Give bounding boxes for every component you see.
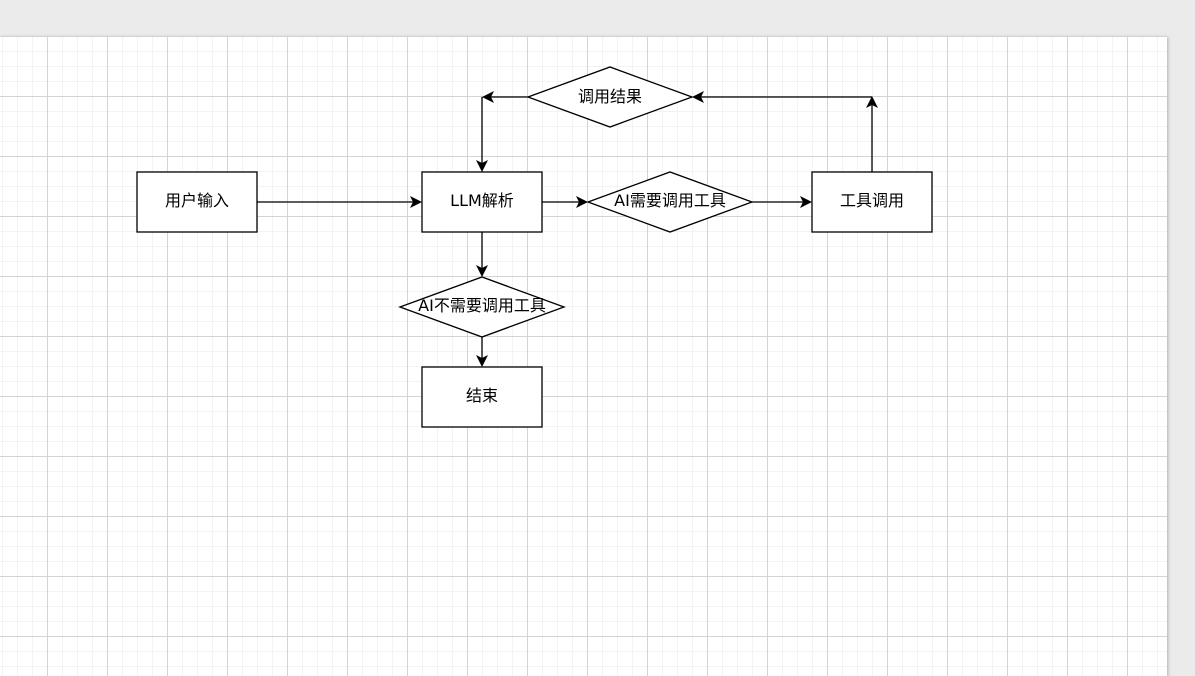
edge-call-result-to-llm-parse[interactable] bbox=[476, 91, 528, 172]
node-llm-parse[interactable]: LLM解析 bbox=[421, 171, 543, 233]
node-label: LLM解析 bbox=[450, 191, 514, 210]
arrowhead-icon bbox=[576, 196, 588, 208]
edge-tool-call-to-call-result[interactable] bbox=[692, 91, 878, 172]
node-label: AI不需要调用工具 bbox=[418, 296, 546, 315]
node-label: 调用结果 bbox=[578, 87, 642, 106]
node-no-tool[interactable]: AI不需要调用工具 bbox=[398, 276, 566, 338]
arrowhead-icon bbox=[482, 91, 494, 103]
arrowhead-icon bbox=[476, 160, 488, 172]
edges bbox=[257, 91, 878, 367]
arrowhead-icon bbox=[800, 196, 812, 208]
node-label: AI需要调用工具 bbox=[614, 191, 726, 210]
arrowhead-icon bbox=[410, 196, 422, 208]
node-label: 工具调用 bbox=[840, 191, 904, 210]
node-label: 结束 bbox=[466, 386, 498, 405]
arrowhead-icon bbox=[866, 96, 878, 108]
edge-llm-parse-to-no-tool[interactable] bbox=[476, 232, 488, 277]
edge-need-tool-to-tool-call[interactable] bbox=[752, 196, 812, 208]
edge-no-tool-to-end[interactable] bbox=[476, 337, 488, 367]
edge-user-input-to-llm-parse[interactable] bbox=[257, 196, 422, 208]
node-need-tool[interactable]: AI需要调用工具 bbox=[586, 171, 754, 233]
node-tool-call[interactable]: 工具调用 bbox=[811, 171, 933, 233]
node-call-result[interactable]: 调用结果 bbox=[526, 66, 694, 128]
edge-llm-parse-to-need-tool[interactable] bbox=[542, 196, 588, 208]
node-end[interactable]: 结束 bbox=[421, 366, 543, 428]
arrowhead-icon bbox=[476, 265, 488, 277]
arrowhead-icon bbox=[476, 355, 488, 367]
diagram-canvas[interactable] bbox=[0, 36, 1167, 676]
arrowhead-icon bbox=[692, 91, 704, 103]
node-user-input[interactable]: 用户输入 bbox=[136, 171, 258, 233]
node-label: 用户输入 bbox=[165, 191, 229, 210]
